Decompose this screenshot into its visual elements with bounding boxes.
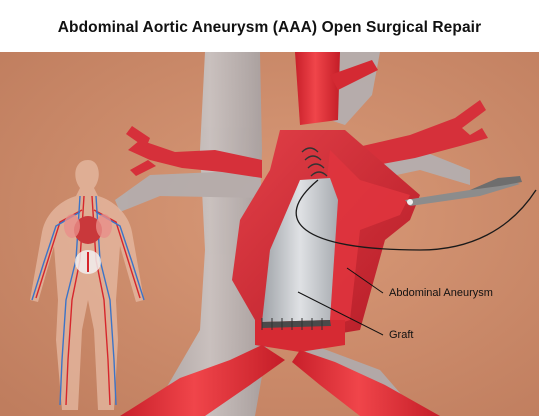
label-graft: Graft	[389, 329, 413, 341]
title-bar: Abdominal Aortic Aneurysm (AAA) Open Sur…	[0, 0, 539, 52]
page-title: Abdominal Aortic Aneurysm (AAA) Open Sur…	[0, 19, 539, 37]
label-abdominal-aneurysm: Abdominal Aneurysm	[389, 287, 493, 299]
